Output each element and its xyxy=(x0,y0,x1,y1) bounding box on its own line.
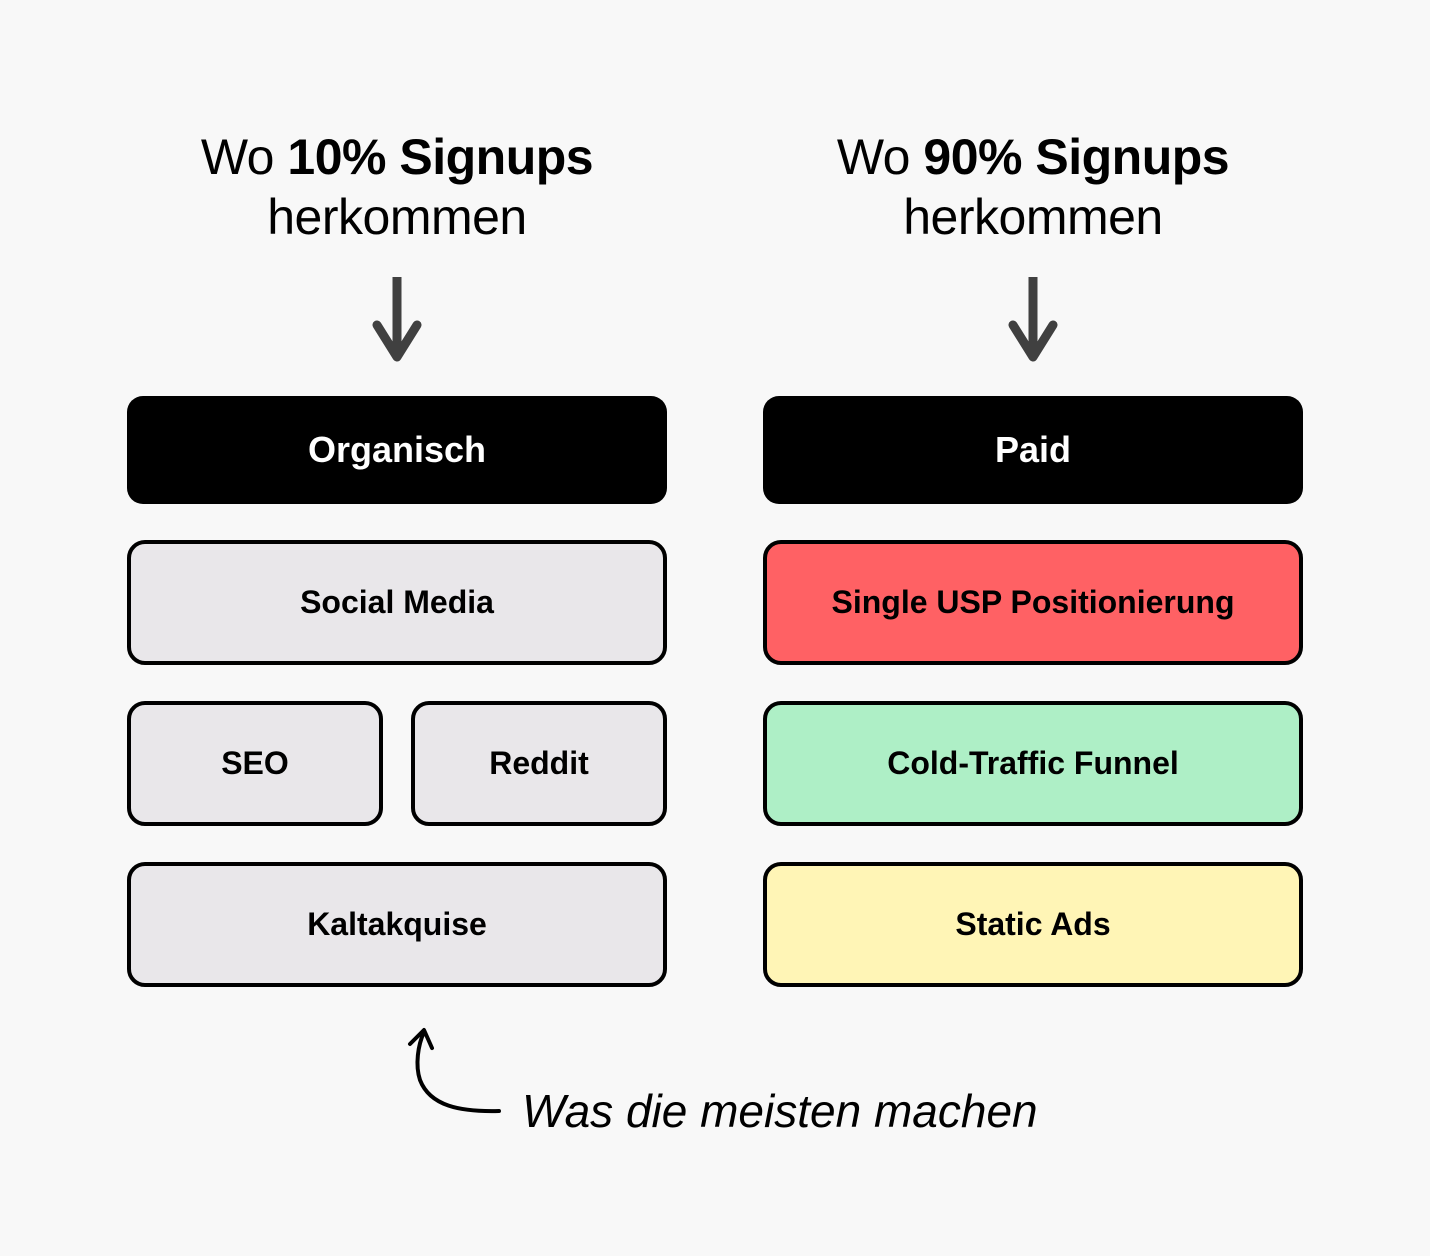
item-kaltakquise: Kaltakquise xyxy=(127,862,667,987)
right-heading-highlight: 90% Signups xyxy=(923,129,1230,185)
item-single-usp: Single USP Positionierung xyxy=(763,540,1303,665)
curved-arrow-icon xyxy=(408,1028,501,1114)
category-paid: Paid xyxy=(763,396,1303,504)
right-heading-line1: Wo 90% Signups xyxy=(763,127,1303,187)
arrow-down-icon xyxy=(372,277,422,362)
annotation-text: Was die meisten machen xyxy=(522,1085,1038,1137)
arrow-down-icon xyxy=(1008,277,1058,362)
right-heading-line2: herkommen xyxy=(903,189,1163,245)
right-heading-prefix: Wo xyxy=(836,129,911,185)
left-heading-line1: Wo 10% Signups xyxy=(127,127,667,187)
item-seo: SEO xyxy=(127,701,383,826)
item-social-media: Social Media xyxy=(127,540,667,665)
right-heading: Wo 90% Signups herkommen xyxy=(763,127,1303,247)
category-organisch: Organisch xyxy=(127,396,667,504)
left-heading-line2: herkommen xyxy=(267,189,527,245)
item-cold-traffic-funnel: Cold-Traffic Funnel xyxy=(763,701,1303,826)
left-heading-prefix: Wo xyxy=(200,129,275,185)
item-static-ads: Static Ads xyxy=(763,862,1303,987)
left-heading-highlight: 10% Signups xyxy=(287,129,594,185)
item-reddit: Reddit xyxy=(411,701,667,826)
left-heading: Wo 10% Signups herkommen xyxy=(127,127,667,247)
